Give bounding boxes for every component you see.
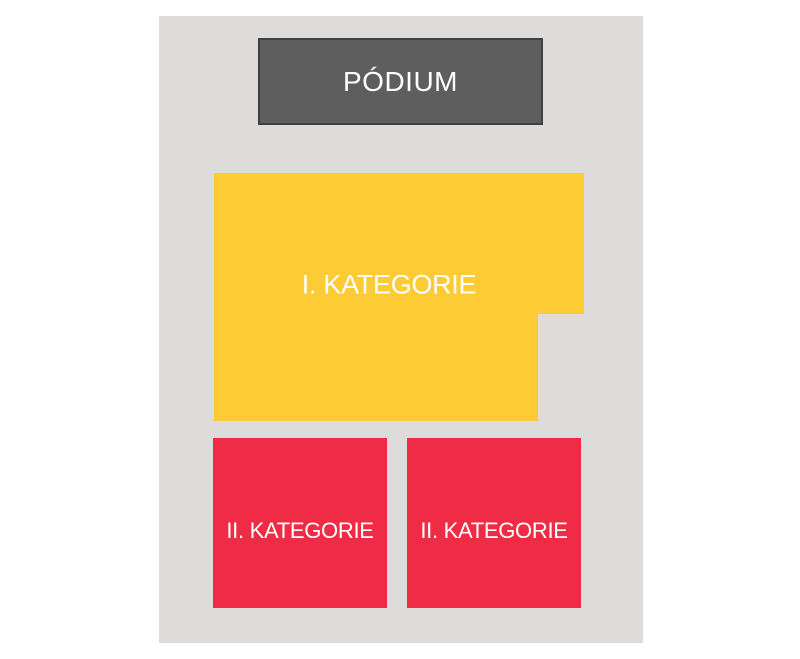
category-2-left-label: II. KATEGORIE xyxy=(226,518,374,543)
category-1-label: I. KATEGORIE xyxy=(301,269,477,300)
stage-podium: PÓDIUM xyxy=(258,38,543,125)
category-1-shape xyxy=(214,173,584,421)
category-2-left-area[interactable]: II. KATEGORIE xyxy=(213,438,387,608)
category-2-right-area[interactable]: II. KATEGORIE xyxy=(407,438,581,608)
category-2-right-label: II. KATEGORIE xyxy=(420,518,568,543)
stage-label: PÓDIUM xyxy=(343,65,458,97)
